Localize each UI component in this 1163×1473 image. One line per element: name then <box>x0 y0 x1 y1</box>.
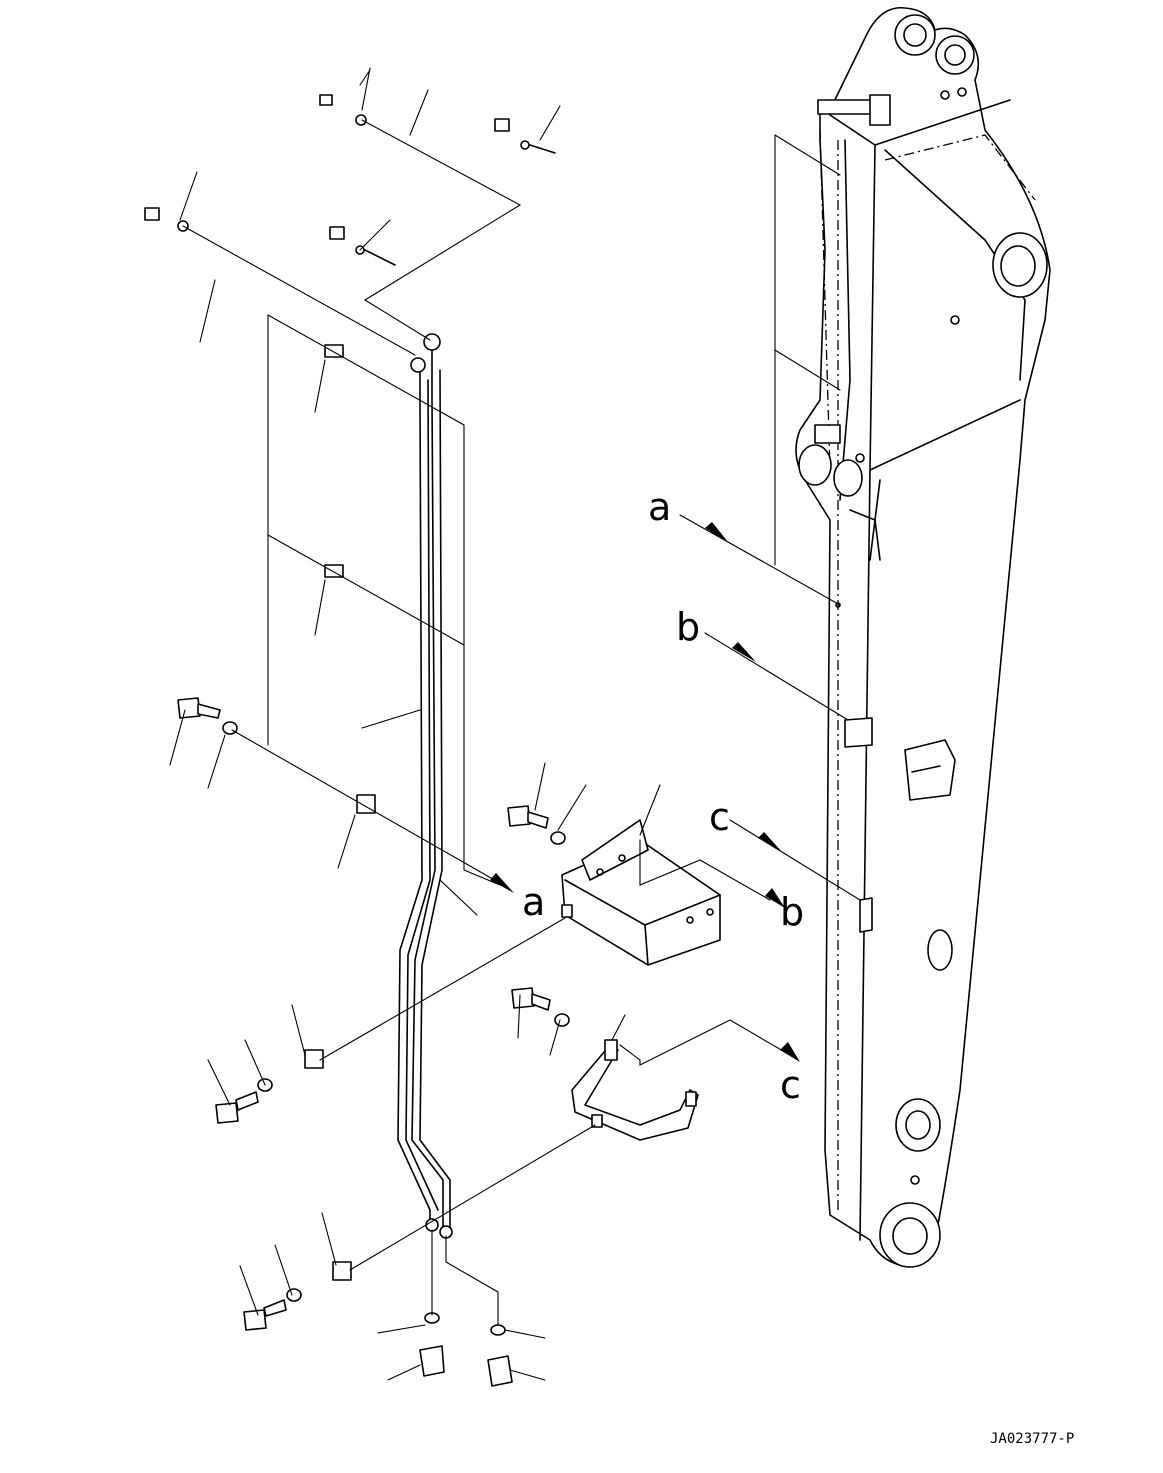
hose-upper <box>319 94 556 163</box>
ref-label-c-bracket: c <box>780 1063 801 1107</box>
ref-label-a-boom: a <box>648 485 671 529</box>
bracket-lower <box>571 1039 699 1141</box>
drawing-code: JA023777-P <box>990 1431 1074 1447</box>
reference-arrows <box>490 514 861 1062</box>
ref-label-a-tube: a <box>522 880 545 924</box>
boom-assembly <box>795 7 1051 1268</box>
leader-lines <box>169 67 841 1381</box>
hose-lower <box>142 207 396 285</box>
tube-clamps <box>304 344 376 1281</box>
ref-label-c-boom: c <box>709 795 730 839</box>
ref-label-b-boom: b <box>676 605 700 649</box>
ref-label-b-bracket: b <box>780 890 804 934</box>
bracket-upper <box>561 819 721 966</box>
tube-pair <box>397 333 453 1239</box>
